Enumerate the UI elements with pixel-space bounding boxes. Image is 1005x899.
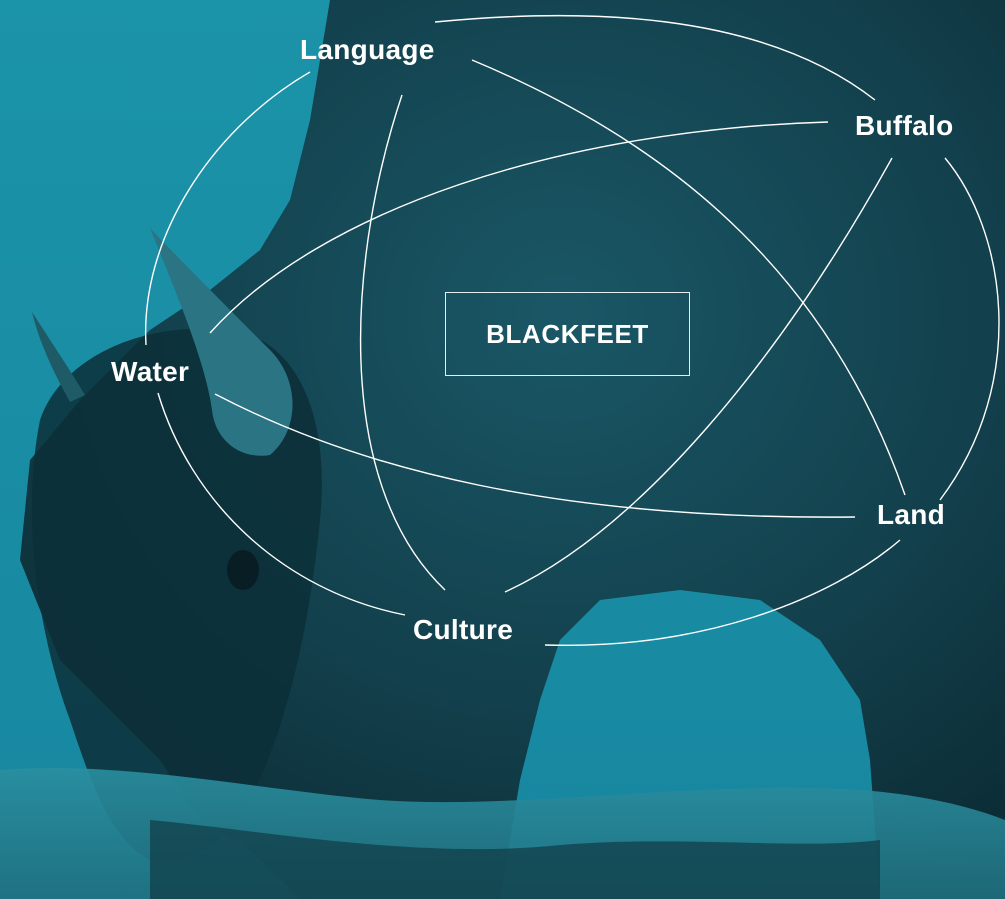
center-box: BLACKFEET <box>445 292 690 376</box>
node-land: Land <box>877 501 945 529</box>
line-buffalo-land <box>940 158 999 500</box>
center-label-blackfeet: BLACKFEET <box>486 319 649 350</box>
line-water-culture <box>158 393 405 615</box>
line-water-land <box>215 394 855 517</box>
node-culture: Culture <box>413 616 513 644</box>
line-language-buffalo-top <box>435 16 875 100</box>
line-language-water <box>146 72 310 345</box>
node-water: Water <box>111 358 189 386</box>
line-culture-land <box>545 540 900 645</box>
line-language-land <box>472 60 905 495</box>
node-language: Language <box>300 36 435 64</box>
node-buffalo: Buffalo <box>855 112 954 140</box>
line-language-culture <box>361 95 445 590</box>
